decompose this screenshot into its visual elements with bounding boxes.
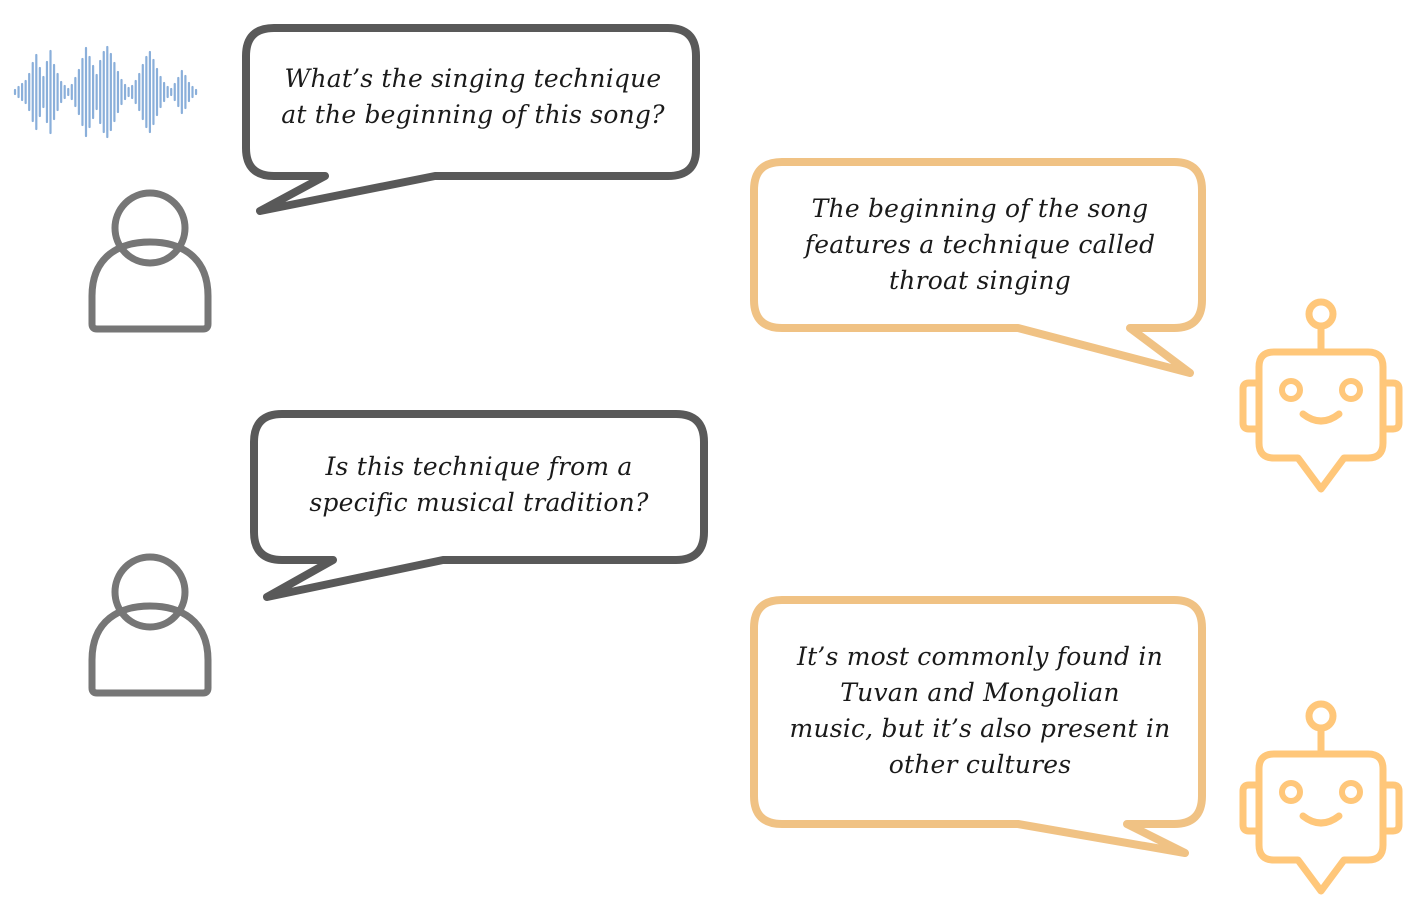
assistant-answer-2: It’s most commonly found in Tuvan and Mo… (789, 642, 1171, 779)
user-bubble-2 (250, 410, 708, 601)
user-question-2: Is this technique from a specific musica… (309, 452, 649, 517)
robot-icon (1243, 704, 1399, 891)
assistant-bubble-1 (750, 158, 1206, 377)
user-bubble-1 (242, 24, 700, 215)
user-icon (92, 557, 208, 693)
assistant-answer-1: The beginning of the song features a tec… (804, 194, 1156, 295)
user-question-1: What’s the singing technique at the begi… (281, 64, 665, 129)
assistant-bubble-2 (750, 596, 1206, 857)
user-icon (92, 193, 208, 329)
robot-icon (1243, 302, 1399, 489)
audio-waveform-icon (13, 45, 198, 139)
